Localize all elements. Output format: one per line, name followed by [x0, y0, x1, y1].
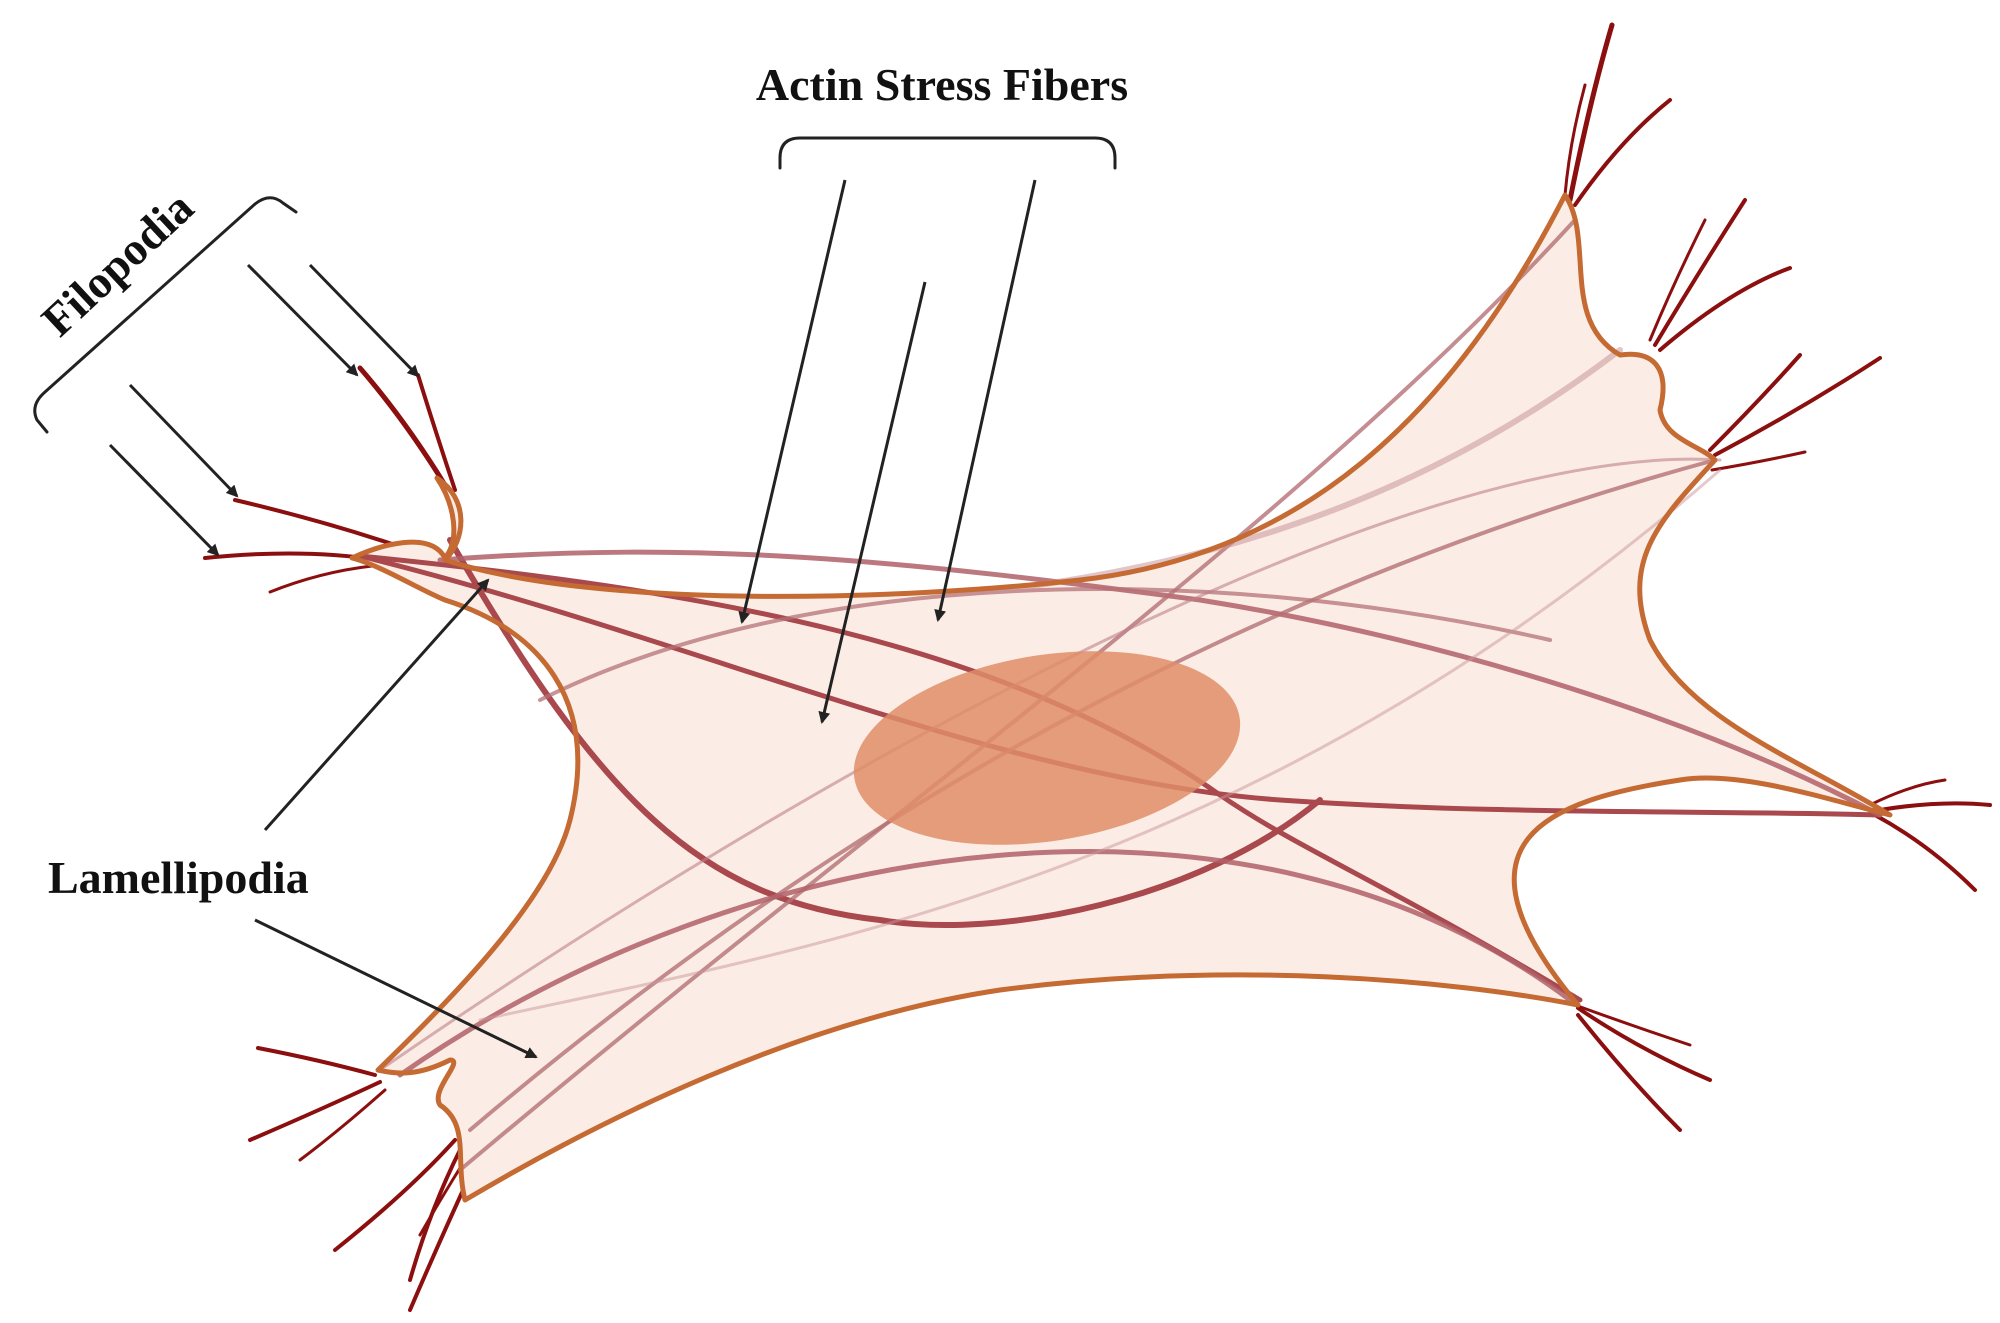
actin-stress-fibers-bracket — [778, 136, 1117, 170]
filopodia-arrow-3 — [128, 383, 239, 498]
filopodium — [1868, 778, 1947, 807]
filopodium — [1648, 218, 1707, 342]
brackets — [33, 136, 1117, 434]
filopodium — [233, 498, 397, 547]
stress-fiber — [997, 347, 1623, 593]
stress-fiber — [437, 549, 1883, 818]
lamellipodia-arrow-up — [263, 578, 490, 831]
filopodia-arrow-4 — [108, 443, 220, 557]
filopodium — [1563, 83, 1587, 197]
lamellipodia-arrow-down — [254, 918, 538, 1059]
actin-arrow-3 — [934, 179, 1037, 622]
stress-fiber — [357, 553, 1883, 818]
filopodium — [1873, 813, 1977, 892]
nucleus — [853, 651, 1241, 845]
filopodia-label: Filopodia — [32, 181, 203, 346]
filopodium — [333, 1138, 457, 1252]
filopodium — [1878, 801, 1992, 812]
filopodia-arrow-1 — [246, 263, 359, 377]
filopodium — [1573, 1003, 1692, 1047]
filopodium — [1710, 450, 1807, 472]
filopodium — [1653, 198, 1747, 347]
filopodium — [298, 1088, 387, 1162]
filopodium — [256, 1046, 377, 1077]
filopodium — [248, 1080, 382, 1142]
filopodia-bracket — [33, 196, 298, 434]
stress-fiber — [397, 849, 1573, 1078]
filopodium — [1713, 356, 1882, 457]
filopodium — [357, 365, 448, 488]
filopodia-arrow-2 — [308, 263, 420, 378]
filopodium — [1573, 98, 1672, 207]
stress-fiber — [378, 457, 1722, 1072]
actin-arrow-1 — [738, 179, 847, 624]
filopodium — [268, 564, 374, 594]
filopodium — [1576, 1013, 1682, 1132]
pointer-arrows — [108, 179, 1037, 1059]
actin-arrow-2 — [818, 281, 927, 724]
filopodia-spikes — [203, 22, 1992, 1312]
stress-fiber — [478, 468, 1722, 1022]
filopodium — [1658, 266, 1792, 352]
cell-outline — [349, 192, 1893, 1203]
actin-stress-fibers-label: Actin Stress Fibers — [756, 59, 1128, 110]
filopodium — [416, 373, 457, 492]
filopodium — [1708, 353, 1802, 452]
lamellipodia-label: Lamellipodia — [48, 852, 309, 903]
filopodium — [1567, 22, 1615, 203]
filopodium — [1576, 1006, 1712, 1082]
